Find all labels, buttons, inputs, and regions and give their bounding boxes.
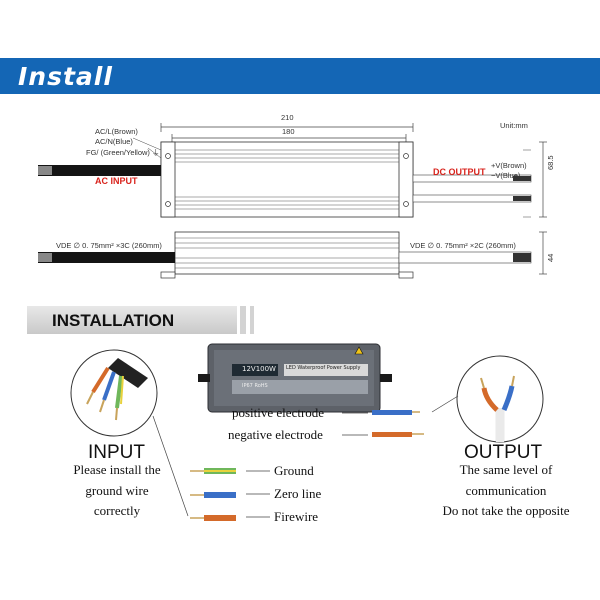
dim-inner-length: 180 [282,127,295,136]
negative-electrode-wire [372,432,424,437]
page-title: Install [18,62,113,91]
output-line-1: The same level of [459,462,553,477]
dc-label-negative: −V(Blue) [491,171,521,180]
input-title: INPUT [88,442,145,463]
input-cable-icon [86,358,148,421]
input-line-1: Please install the [73,462,161,477]
header-banner [0,58,600,94]
input-line-2: ground wire [85,483,149,498]
unit-label: Unit:mm [500,121,528,130]
vde-left-spec: VDE ∅ 0. 75mm² ×3C (260mm) [56,241,162,250]
installation-header-bar [27,306,237,334]
positive-electrode-label: positive electrode [232,405,325,420]
dimension-drawing [38,123,547,279]
device-label: LED Waterproof Power Supply [286,365,361,371]
installation-diagram [70,343,544,521]
ground-wire-sample [190,468,236,474]
positive-electrode-wire [372,410,420,415]
firewire-wire-sample [190,515,236,521]
legend-firewire: Firewire [274,509,319,524]
dc-label-positive: +V(Brown) [491,161,527,170]
legend-zero-line: Zero line [274,486,322,501]
zero-line-wire-sample [190,492,236,498]
negative-electrode-label: negative electrode [228,427,323,442]
output-cable-icon [480,375,515,442]
output-line-3: Do not take the opposite [442,503,570,518]
header-stripe [240,306,246,334]
ac-input-label: AC INPUT [95,176,138,186]
psu-side-view [174,231,400,275]
psu-device-image [198,343,392,413]
psu-top-view [160,141,414,218]
ac-label-blue: AC/N(Blue) [95,137,133,146]
header-stripe [250,306,254,334]
ac-label-ground: FG/ (Green/Yellow) ⏚ [86,148,160,157]
dim-total-length: 210 [281,113,294,122]
legend-ground: Ground [274,463,314,478]
device-model: 12V100W [242,365,276,373]
device-rating: IP67 RoHS [242,383,268,389]
dc-output-label: DC OUTPUT [433,167,486,177]
dim-height: 68.5 [546,155,555,170]
input-line-3: correctly [93,503,141,518]
output-title: OUTPUT [464,442,543,463]
installation-title: INSTALLATION [52,311,175,330]
output-line-2: communication [465,483,547,498]
dim-depth: 44 [546,253,555,262]
vde-right-spec: VDE ∅ 0. 75mm² ×2C (260mm) [410,241,516,250]
ac-label-brown: AC/L(Brown) [95,127,138,136]
